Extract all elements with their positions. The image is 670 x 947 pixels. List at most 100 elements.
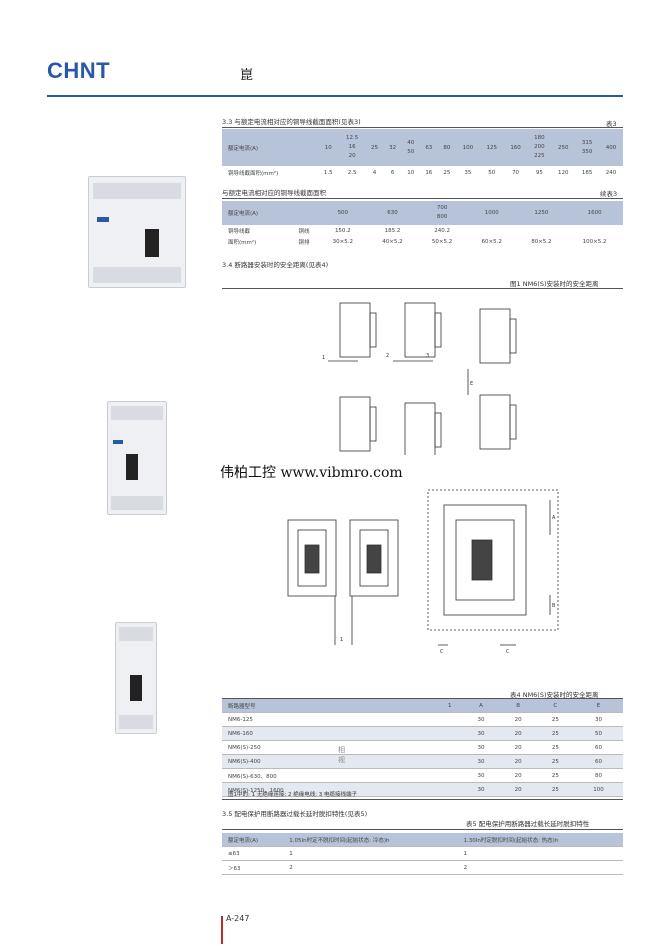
t5-value-cell: ≤63	[222, 846, 284, 861]
table4-merged: 相视	[338, 746, 345, 764]
t3b-bar-val: 50×5.2	[431, 238, 453, 245]
t3b-bar-val: 100×5.2	[582, 238, 607, 245]
t3-current-cell: 10	[317, 129, 339, 166]
t3-area-cell: 4	[372, 170, 377, 176]
t5-value-cell: 1	[457, 846, 623, 861]
t3b-row-label: 额定电流(A)	[222, 201, 318, 225]
product-photo-3	[115, 622, 157, 734]
t4-value-cell: 20	[499, 782, 537, 797]
t3-current-cell: 250	[551, 129, 576, 166]
fig1-label-1b: 1	[340, 637, 343, 643]
t4-merged-cell	[437, 740, 463, 755]
t5-header-cell: 额定电流(A)	[222, 833, 284, 847]
t5-header-cell: 1.30In时定脱扣时间(起始状态: 热态)h	[457, 833, 623, 847]
t3b-bar-val: 30×5.2	[332, 238, 353, 245]
product-photo-2	[107, 401, 167, 515]
sec33b-title: 与额定电流相对应的铜导线截面面积	[222, 189, 326, 197]
t4-merged-cell	[437, 754, 463, 769]
sec33b-tag: 续表3	[600, 190, 618, 198]
t4-merged-cell	[437, 726, 463, 741]
t4-value-cell: 80	[573, 768, 623, 783]
fig1-side-views: 1 2 3 E	[322, 302, 517, 455]
fig1-label-a: A	[552, 515, 556, 521]
t3-area-cell: 50	[488, 170, 496, 176]
t3b-current-cell: 1000	[466, 201, 517, 225]
t4-value-cell: 25	[536, 754, 574, 769]
t4-value-cell: 30	[462, 726, 500, 741]
t3b-wire-val: 240.2	[434, 227, 450, 234]
t3-area-cell: 2.5	[347, 170, 357, 176]
page-number: A-247	[226, 914, 250, 923]
header-char: 崑	[240, 68, 254, 83]
t3-area-cell: 6	[390, 170, 395, 176]
t3b-current-cell: 630	[367, 201, 418, 225]
t3-current-cell: 80	[437, 129, 456, 166]
t4-value-cell: 60	[573, 754, 623, 769]
t4-header-cell: 1	[437, 699, 463, 713]
t5-value-cell: ＞63	[222, 860, 284, 875]
t3b-wire-val: 185.2	[384, 227, 401, 234]
t3-area-cell: 185	[581, 170, 593, 176]
t4-model-cell: NM6(S)-400	[222, 754, 438, 769]
t3-current-cell: 160	[503, 129, 528, 166]
t4-model-cell: NM6(S)-630、800	[222, 768, 438, 783]
t4-merged-cell	[437, 768, 463, 783]
t3-current-cell: 32	[383, 129, 402, 166]
t4-header-cell: E	[573, 699, 623, 713]
t3-row-label: 额定电流(A)	[222, 129, 318, 166]
t3-area-cell: 240	[605, 170, 617, 176]
fig1-label-c: C	[440, 649, 444, 655]
table5-caption: 表5 配电保护用断路器过载长延时脱扣特性	[466, 820, 590, 828]
t4-model-cell: NM6(S)-250	[222, 740, 438, 755]
t3b-bar-val: 40×5.2	[382, 238, 403, 245]
t3-area-cell: 10	[407, 170, 415, 176]
sec33-tag: 表3	[606, 120, 617, 128]
table5-rule	[222, 829, 623, 830]
fig1-label-3: 3	[426, 353, 429, 359]
t3b-bar-val: 60×5.2	[481, 238, 502, 245]
t4-value-cell: 50	[573, 726, 623, 741]
t4-value-cell: 25	[536, 740, 574, 755]
watermark: 伟柏工控 www.vibmro.com	[220, 465, 403, 481]
t3b-sub-wire: 铜线	[298, 228, 310, 235]
t4-merged-cell	[437, 712, 463, 727]
t3-area-cell: 95	[535, 170, 543, 176]
fig1-label-2: 2	[386, 353, 389, 359]
fig1-caption: 图1 NM6(S)安装时的安全距离	[510, 280, 599, 288]
chint-logo: CHNT	[47, 58, 111, 83]
t3b-wire-val: 150.2	[334, 227, 351, 234]
t3-area-cell: 25	[443, 170, 451, 176]
t4-value-cell: 25	[536, 726, 574, 741]
t4-header-cell: 断路器型号	[222, 699, 438, 713]
t4-value-cell: 30	[462, 782, 500, 797]
t3b-label-a: 铜导线截	[228, 228, 251, 235]
t3b-current-cell: 500	[318, 201, 368, 225]
sec33-title: 3.3 与额定电流相对应的铜导线截面面积(见表3)	[222, 118, 361, 126]
t4-value-cell: 20	[499, 768, 537, 783]
fig1-rule	[222, 288, 623, 289]
table4-rule	[222, 698, 623, 699]
t4-header-cell: C	[536, 699, 574, 713]
header-rule	[47, 95, 623, 97]
t4-value-cell: 30	[462, 740, 500, 755]
fig1-front-views: 1 A B C C	[287, 489, 559, 655]
t3-area-cell: 120	[558, 170, 569, 176]
t3b-sub-bar: 铜排	[298, 239, 310, 246]
t4-value-cell: 30	[573, 712, 623, 727]
sec34-title: 3.4 断路器安装时的安全距离(见表4)	[222, 261, 329, 269]
fig1-label-c2: C	[506, 649, 510, 655]
sec33-rule	[222, 127, 623, 128]
t5-header-cell: 1.05In时定不脱扣时间(起始状态: 冷态)h	[283, 833, 458, 847]
